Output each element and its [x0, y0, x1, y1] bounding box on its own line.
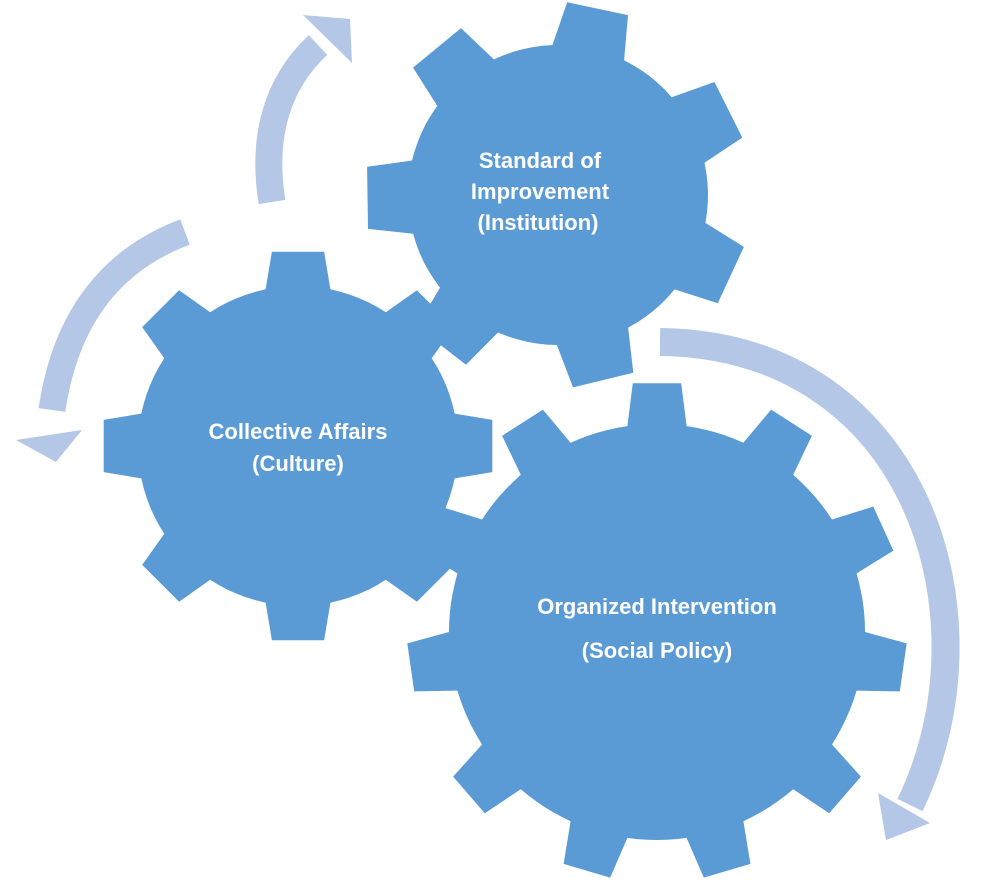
arrow-down-left-icon [16, 219, 190, 462]
gear-left-label-line2: (Culture) [252, 451, 344, 476]
gear-big-label: Organized Intervention (Social Policy) [537, 594, 777, 663]
gear-collective-affairs [103, 251, 493, 641]
arrow-up-icon [255, 15, 352, 205]
gear-top-label: Standard of Improvement (Institution) [471, 148, 610, 235]
cycle-arrows [16, 15, 960, 840]
gear-organized-intervention [407, 383, 907, 878]
gear-big-label-line2: (Social Policy) [582, 638, 732, 663]
gear-left-label-line1: Collective Affairs [209, 419, 388, 444]
gear-top-label-line2: Improvement [471, 179, 610, 204]
gear-top-label-line1: Standard of [479, 148, 602, 173]
gear-big-label-line1: Organized Intervention [537, 594, 777, 619]
gear-standard-of-improvement [367, 2, 744, 388]
gear-top-label-line3: (Institution) [478, 210, 599, 235]
arrow-right-down-icon [659, 328, 960, 840]
gear-left-label: Collective Affairs (Culture) [209, 419, 388, 476]
